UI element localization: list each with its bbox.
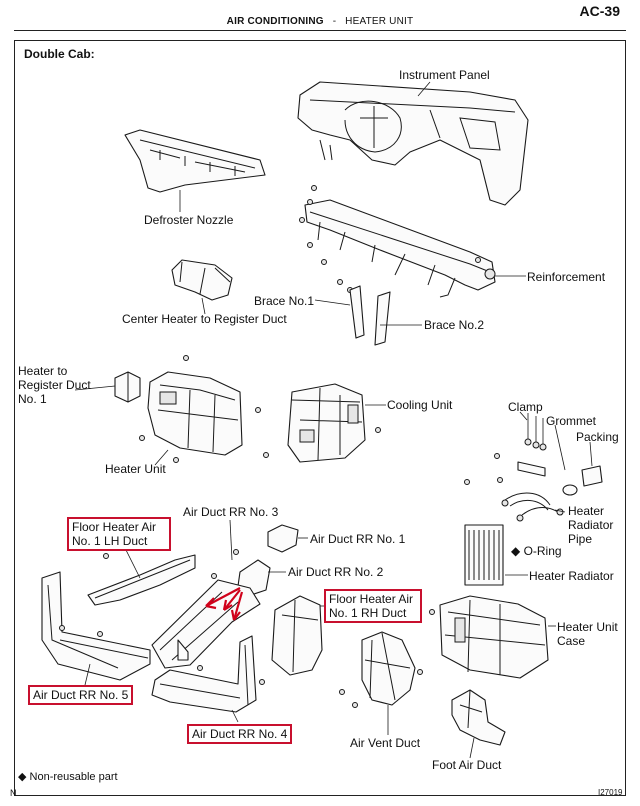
label-air-duct-rr-no1: Air Duct RR No. 1: [310, 532, 406, 546]
page-number: AC-39: [579, 3, 620, 19]
label-defroster-nozzle: Defroster Nozzle: [144, 213, 234, 227]
label-heater-unit: Heater Unit: [105, 462, 166, 476]
header-subsection: HEATER UNIT: [345, 16, 414, 27]
page-header: AIR CONDITIONING - HEATER UNIT: [0, 16, 640, 27]
label-air-duct-rr-no4: Air Duct RR No. 4: [187, 724, 293, 744]
reinforcement-drawing: [304, 199, 496, 298]
header-section: AIR CONDITIONING: [226, 16, 324, 27]
center-heater-duct-drawing: [171, 259, 233, 301]
floor-heater-rh-drawing: [271, 595, 323, 676]
label-clamp: Clamp: [508, 400, 543, 414]
label-instrument-panel: Instrument Panel: [399, 68, 490, 82]
label-floor-heater-rh: Floor Heater Air No. 1 RH Duct: [324, 589, 422, 623]
leader-lines: [74, 81, 593, 759]
header-separator: -: [332, 16, 337, 27]
label-heater-register-duct-no1: Heater to Register Duct No. 1: [18, 364, 91, 406]
floor-heater-lh-drawing: [87, 553, 196, 606]
label-heater-radiator-pipe: Heater Radiator Pipe: [568, 504, 614, 546]
label-packing: Packing: [576, 430, 619, 444]
label-floor-heater-lh: Floor Heater Air No. 1 LH Duct: [67, 517, 171, 551]
brace-drawings: [349, 285, 391, 346]
diagram-subtitle: Double Cab:: [24, 47, 95, 61]
legend-non-reusable: ◆ Non-reusable part: [18, 771, 118, 783]
heater-register-duct-drawing: [114, 371, 141, 403]
heater-unit-case-drawing: [429, 595, 549, 679]
red-arrow-icon: [205, 587, 244, 621]
label-o-ring: ◆ O-Ring: [511, 544, 562, 558]
heater-radiator-drawing: [464, 524, 504, 586]
air-duct-rr-no1-drawing: [267, 524, 299, 553]
label-air-vent-duct: Air Vent Duct: [350, 736, 421, 750]
heater-radiator-pipe-drawing: [501, 492, 564, 522]
label-reinforcement: Reinforcement: [527, 270, 606, 284]
label-grommet: Grommet: [546, 414, 597, 428]
label-center-heater-duct: Center Heater to Register Duct: [122, 312, 287, 326]
label-air-duct-rr-no2: Air Duct RR No. 2: [288, 565, 384, 579]
label-brace-no1: Brace No.1: [254, 294, 315, 308]
corner-mark: N: [10, 788, 17, 798]
defroster-nozzle-drawing: [124, 129, 266, 193]
label-cooling-unit: Cooling Unit: [387, 398, 453, 412]
air-vent-duct-drawing: [339, 631, 423, 708]
label-heater-radiator: Heater Radiator: [529, 569, 614, 583]
instrument-panel-drawing: [297, 81, 529, 206]
label-heater-unit-case: Heater Unit Case: [557, 620, 618, 648]
heater-unit-drawing: [139, 355, 269, 463]
air-duct-rr-no4-drawing: [151, 635, 265, 713]
label-air-duct-rr-no5: Air Duct RR No. 5: [28, 685, 134, 705]
header-rule: [14, 30, 626, 31]
foot-air-duct-drawing: [451, 689, 506, 746]
diagram-frame: [14, 40, 626, 796]
label-brace-no2: Brace No.2: [424, 318, 485, 332]
cooling-unit-drawing: [287, 383, 381, 463]
clamp-grommet-packing-drawing: [464, 413, 603, 496]
air-duct-rr-no5-drawing: [41, 571, 151, 681]
label-foot-air-duct: Foot Air Duct: [432, 758, 502, 772]
figure-id: I27019: [598, 788, 623, 797]
label-air-duct-rr-no3: Air Duct RR No. 3: [183, 505, 279, 519]
